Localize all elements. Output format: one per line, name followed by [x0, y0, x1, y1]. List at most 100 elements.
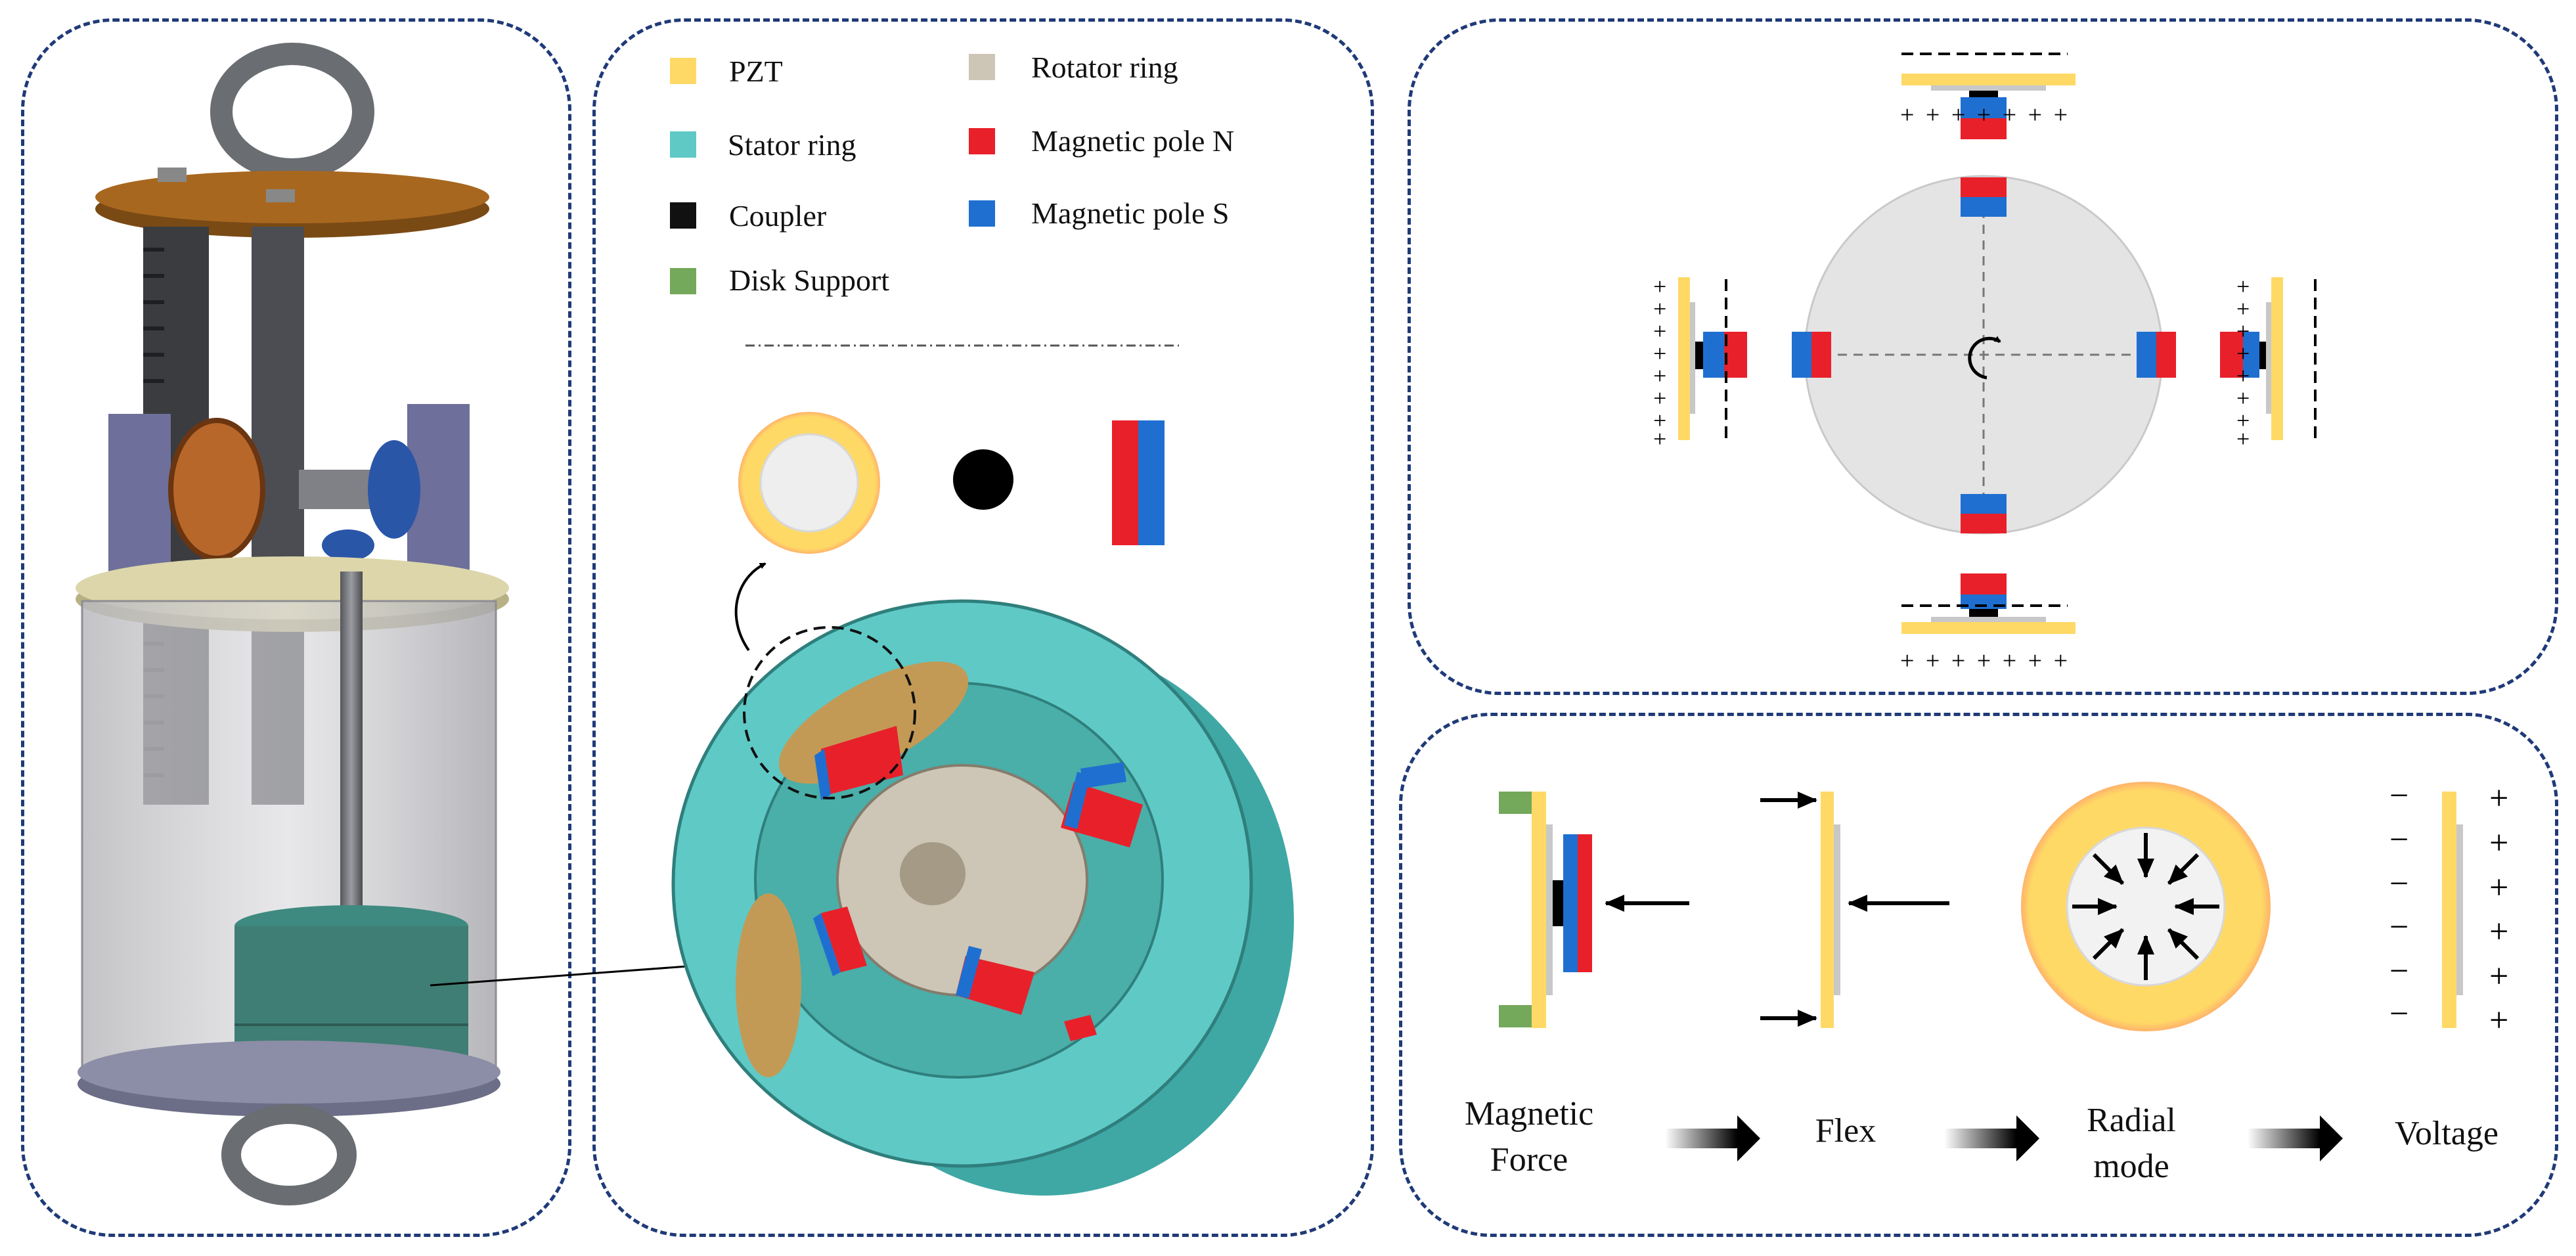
legend-item-coupler: Coupler	[670, 199, 826, 233]
legend-label-pole-n: Magnetic pole N	[1031, 124, 1234, 158]
bottom-plate	[78, 1041, 500, 1104]
magnet-top-n-stator	[1961, 118, 2007, 139]
magnet-top-s-stator	[1961, 97, 2007, 118]
coupler-top	[1969, 91, 1998, 99]
transducer-right: + + + + + + + +	[2220, 273, 2317, 452]
pzt-bottom	[1901, 622, 2076, 634]
substrate-4	[2456, 824, 2463, 995]
process-arrow-1	[1665, 1115, 1760, 1161]
legend-item-magnetic-pole-s: Magnetic pole S	[969, 196, 1230, 230]
legend: PZT Stator ring Coupler Disk Support Rot…	[670, 51, 1234, 297]
working-principle: − − − − − − + + + + + + Magnetic Force F…	[1465, 777, 2509, 1185]
magnet-left-n-stator	[1724, 332, 1747, 378]
legend-label-disk-support: Disk Support	[729, 263, 889, 297]
step-label-magnetic-force-2: Force	[1490, 1141, 1568, 1178]
svg-text:+: +	[2489, 958, 2508, 995]
zoom-curved-arrow	[734, 562, 766, 652]
legend-label-pzt: PZT	[729, 55, 783, 88]
pzt-disk-left	[736, 893, 801, 1077]
svg-text:+: +	[2489, 913, 2508, 951]
legend-label-pole-s: Magnetic pole S	[1031, 196, 1230, 230]
magnet-left	[821, 907, 867, 972]
svg-text:+: +	[1653, 273, 1666, 300]
svg-text:+: +	[2236, 407, 2250, 434]
pzt-right	[2271, 277, 2283, 440]
bevel-gear-small	[322, 529, 374, 561]
panel-magnet-layout	[1408, 18, 2558, 695]
magnet-icon-s	[1138, 420, 1165, 545]
voltage-plus-charges: + + + + + +	[2489, 780, 2508, 1039]
top-bolt	[158, 168, 187, 182]
charges-bottom: + + + + + + +	[1900, 647, 2070, 675]
stator-assembly	[671, 599, 1294, 1196]
substrate-right	[2266, 302, 2271, 414]
legend-label-stator-ring: Stator ring	[728, 128, 856, 162]
coupler-dot-icon	[953, 449, 1013, 510]
rotor-magnet-top-s	[1961, 197, 2007, 217]
process-arrow-3	[2248, 1115, 2343, 1161]
rotor-magnet-left-n	[1811, 332, 1831, 378]
pzt-ring-inner	[759, 433, 859, 533]
pzt-plate-2	[1821, 792, 1834, 1028]
substrate-bottom	[1931, 617, 2046, 622]
magnet-top-s	[814, 749, 831, 800]
coupler-1	[1553, 880, 1563, 926]
svg-text:−: −	[2389, 995, 2409, 1033]
legend-label-coupler: Coupler	[729, 199, 826, 233]
svg-text:+: +	[1653, 340, 1666, 367]
rotor-magnet-right-n	[2156, 332, 2176, 378]
process-arrow-2	[1944, 1115, 2039, 1161]
coupler-bottom	[1969, 609, 1998, 617]
legend-item-disk-support: Disk Support	[670, 263, 889, 297]
pzt-left	[1678, 277, 1690, 440]
stage-radial-mode	[2021, 782, 2271, 1031]
bevel-gear	[368, 440, 420, 539]
svg-text:+: +	[2489, 780, 2508, 817]
charges-top: + + + + + + +	[1900, 101, 2070, 129]
legend-swatch-pole-n	[969, 128, 995, 154]
transducer-left: + + + + + + + +	[1653, 273, 1747, 452]
svg-text:−: −	[2389, 908, 2409, 946]
rotator-hole	[900, 842, 966, 905]
svg-text:−: −	[2389, 821, 2409, 859]
magnet-icon-n	[1112, 420, 1138, 545]
magnet-pairs	[813, 726, 1143, 1041]
svg-text:+: +	[2236, 296, 2250, 322]
zoom-circle	[743, 626, 916, 799]
panel-harvester-assembly	[21, 18, 571, 1237]
magnet-small-1	[1064, 1015, 1097, 1041]
legend-item-magnetic-pole-n: Magnetic pole N	[969, 124, 1234, 158]
legend-swatch-stator-ring	[670, 131, 696, 158]
magnet-bottom-n-stator	[1961, 573, 2007, 594]
top-view-icons	[738, 412, 1165, 554]
svg-text:+: +	[2489, 824, 2508, 862]
magnet-layout: + + + + + + + + + + + + + + + + + +	[1653, 53, 2317, 675]
pzt-top	[1901, 74, 2076, 85]
rotor-magnet-left-s	[1792, 332, 1811, 378]
disk-support-bottom	[1499, 1005, 1532, 1027]
svg-text:+: +	[1653, 407, 1666, 434]
transducer-bottom: + + + + + + +	[1900, 573, 2076, 675]
magnet-right-n-stator	[2220, 332, 2243, 378]
svg-text:−: −	[2389, 953, 2409, 990]
legend-swatch-pole-s	[969, 200, 995, 227]
substrate-2	[1834, 824, 1840, 995]
rotor-magnet-top-n	[1961, 177, 2007, 197]
magnet-right-s-stator	[2243, 332, 2259, 378]
panel-working-principle	[1399, 713, 2558, 1237]
stage-flex	[1760, 792, 1949, 1028]
legend-swatch-coupler	[670, 202, 696, 229]
spur-gear	[168, 418, 265, 561]
pzt-plate-1	[1532, 792, 1546, 1028]
central-shaft	[340, 572, 363, 933]
svg-text:+: +	[2489, 1002, 2508, 1039]
magnet-s-1	[1563, 834, 1578, 972]
svg-text:+: +	[2236, 273, 2250, 300]
svg-text:+: +	[1653, 363, 1666, 389]
top-lifting-eye	[210, 43, 374, 181]
charges-left: + + + + + + + +	[1653, 273, 1666, 452]
svg-text:+: +	[1653, 426, 1666, 452]
magnet-bottom-s	[956, 946, 982, 998]
svg-text:−: −	[2389, 777, 2409, 815]
